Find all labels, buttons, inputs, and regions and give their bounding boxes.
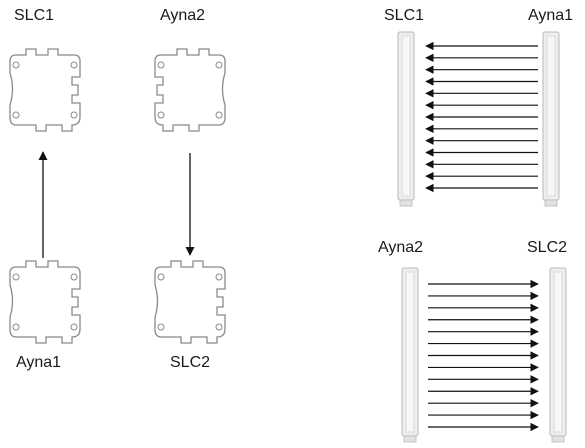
bar-ayna1-top xyxy=(542,31,560,207)
label-ayna2-left: Ayna2 xyxy=(160,7,206,24)
beam-arrows-top xyxy=(425,41,538,193)
label-slc2-left: SLC2 xyxy=(170,354,211,371)
label-ayna1-right: Ayna1 xyxy=(528,7,574,24)
bar-slc1-top xyxy=(397,31,415,207)
label-slc1-left: SLC1 xyxy=(14,7,55,24)
bar-ayna2-bottom xyxy=(401,267,419,443)
beam-arrows-bottom xyxy=(428,279,539,432)
bracket-slc2 xyxy=(154,260,226,344)
label-slc2-right: SLC2 xyxy=(527,239,568,256)
label-slc1-right: SLC1 xyxy=(384,7,425,24)
bracket-ayna1 xyxy=(9,260,81,344)
label-ayna1-left: Ayna1 xyxy=(16,354,62,371)
label-ayna2-right: Ayna2 xyxy=(378,239,424,256)
bracket-ayna2 xyxy=(154,48,226,132)
bracket-slc1 xyxy=(9,48,81,132)
bar-slc2-bottom xyxy=(549,267,567,443)
